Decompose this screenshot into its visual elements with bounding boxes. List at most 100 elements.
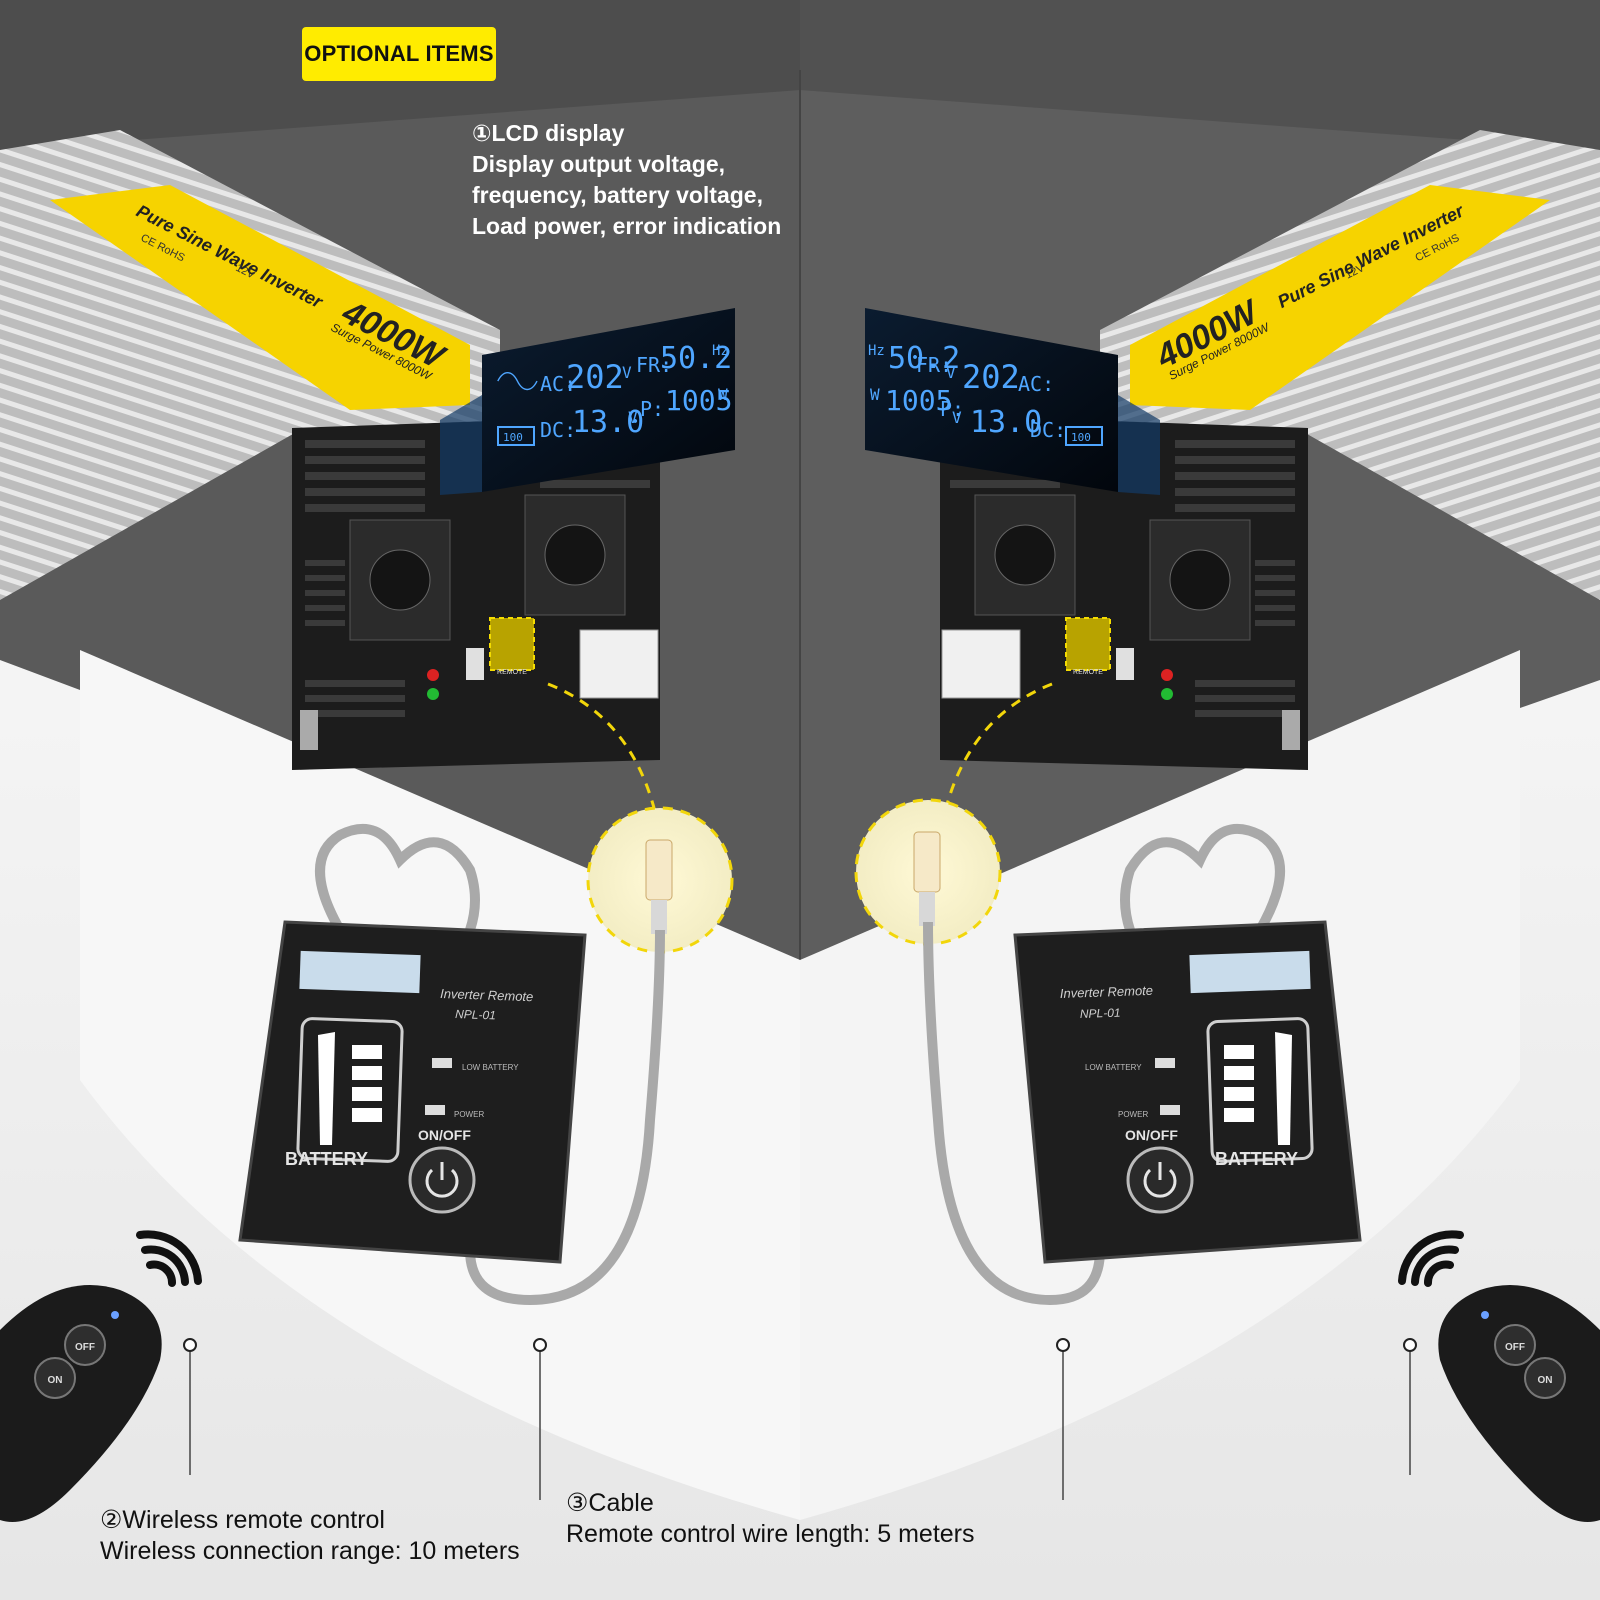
right-lcd-fr-unit: Hz xyxy=(868,343,885,359)
left-remote-port[interactable] xyxy=(489,617,535,671)
left-outlet-socket-1 xyxy=(369,549,431,611)
left-cable-coil xyxy=(315,823,480,933)
right-lcd-p-value: 1005 xyxy=(885,384,952,417)
left-lcd-ac-unit: V xyxy=(622,363,632,382)
left-remote-battery-frame xyxy=(296,1017,404,1163)
left-remote-body xyxy=(238,920,587,1264)
left-lcd-dc-value: 13.0 xyxy=(572,405,644,440)
callout-markers xyxy=(183,1338,1417,1500)
right-lcd-ac-label: AC: xyxy=(1018,372,1054,396)
right-wired-remote: Inverter Remote NPL-01 LOW BATTERY POWER… xyxy=(1013,920,1362,1264)
right-remote-body xyxy=(1013,920,1362,1264)
right-remote-cable xyxy=(923,921,1105,1306)
left-remote-power-led xyxy=(425,1105,445,1115)
left-remote-port-label: REMOTE xyxy=(497,669,527,676)
right-wireless-leader-pin xyxy=(1403,1338,1417,1352)
right-lcd-battery-icon xyxy=(1065,426,1103,446)
left-fob-on-label: ON xyxy=(48,1375,63,1386)
right-remote-battery-label: BATTERY xyxy=(1215,1149,1298,1169)
wireless-feature-detail: Wireless connection range: 10 meters xyxy=(100,1537,520,1565)
left-remote-battery-bars xyxy=(352,1045,382,1122)
right-remote-low-battery-led xyxy=(1155,1058,1175,1068)
cable-feature-title: ③Cable xyxy=(566,1489,654,1517)
right-fob-on-button[interactable] xyxy=(1524,1357,1566,1399)
left-remote-power-icon xyxy=(425,1162,459,1198)
left-lcd-fr-label: FR: xyxy=(636,353,672,377)
left-fob-on-button[interactable] xyxy=(34,1357,76,1399)
right-lcd-p-unit: W xyxy=(870,385,880,404)
right-lcd-fr-label: FR: xyxy=(916,353,952,377)
right-rj-plug xyxy=(913,831,941,893)
left-vent-slots xyxy=(305,440,650,717)
right-remote-power-led xyxy=(1160,1105,1180,1115)
left-lcd-dc-unit: V xyxy=(628,408,638,427)
left-ground-terminal xyxy=(300,710,318,750)
left-fob-off-button[interactable] xyxy=(64,1324,106,1366)
left-inverter: Pure Sine Wave Inverter 4000W Surge Powe… xyxy=(0,130,735,954)
right-remote-model: NPL-01 xyxy=(1080,1006,1121,1021)
left-red-led xyxy=(427,669,439,681)
left-remote-title: Inverter Remote xyxy=(440,986,534,1004)
lcd-feature-line-3: Load power, error indication xyxy=(472,213,782,239)
left-lcd-ac-value: 202 xyxy=(566,358,624,396)
left-lcd-screen xyxy=(482,308,735,492)
right-remote-low-battery-label: LOW BATTERY xyxy=(1085,1063,1142,1072)
left-lcd-battery-icon xyxy=(497,426,535,446)
left-lcd-fr-value: 50.2 xyxy=(660,341,732,376)
wireless-feature-title: ②Wireless remote control xyxy=(100,1506,385,1534)
left-power-switch[interactable] xyxy=(466,648,484,680)
right-inverter: Pure Sine Wave Inverter 4000W Surge Powe… xyxy=(854,130,1600,946)
right-remote-power-label: POWER xyxy=(1118,1110,1148,1119)
right-lcd-dc-label: DC: xyxy=(1030,418,1066,442)
left-remote-low-battery-led xyxy=(432,1058,452,1068)
left-lcd-readout: AC: 202 V FR: 50.2 Hz DC: 13.0 V P: 1005… xyxy=(497,341,732,446)
lcd-feature-description: ①LCD display Display output voltage, fre… xyxy=(472,118,781,242)
right-lcd-screen xyxy=(865,308,1118,492)
left-lcd-p-value: 1005 xyxy=(665,384,732,417)
right-key-fob: OFF ON xyxy=(1398,1230,1600,1522)
right-fob-indicator xyxy=(1481,1311,1489,1319)
left-lcd-sine-icon xyxy=(497,372,538,391)
cable-feature-description: ③Cable Remote control wire length: 5 met… xyxy=(566,1488,975,1550)
left-key-fob: OFF ON xyxy=(0,1230,202,1522)
left-inverter-label-plate xyxy=(50,185,470,410)
left-remote-lcd xyxy=(299,950,421,994)
left-lcd-battery-pct: 100 xyxy=(503,431,523,444)
right-dc-terminal-cover xyxy=(941,629,1021,699)
left-lcd-p-unit: W xyxy=(718,385,728,404)
right-remote-onoff-label: ON/OFF xyxy=(1125,1127,1178,1143)
right-power-switch[interactable] xyxy=(1116,648,1134,680)
right-lcd-readout: 202 AC: V FR: 50.2 Hz 13.0 DC: V P: 1005… xyxy=(868,341,1103,446)
right-ground-terminal xyxy=(1282,710,1300,750)
right-remote-port[interactable] xyxy=(1065,617,1111,671)
right-remote-title: Inverter Remote xyxy=(1060,983,1154,1001)
left-remote-power-label: POWER xyxy=(454,1110,484,1119)
wireless-feature-description: ②Wireless remote control Wireless connec… xyxy=(100,1505,520,1567)
optional-items-badge: OPTIONAL ITEMS xyxy=(302,27,496,81)
left-lcd-dc-label: DC: xyxy=(540,418,576,442)
right-remote-battery-frame xyxy=(1206,1017,1314,1163)
lcd-feature-line-2: frequency, battery voltage, xyxy=(472,182,763,208)
right-lcd-ac-unit: V xyxy=(946,363,956,382)
right-cable-coil xyxy=(1120,823,1285,933)
right-lcd-battery-pct: 100 xyxy=(1071,431,1091,444)
left-dc-terminal-cover xyxy=(579,629,659,699)
right-lcd-dc-unit: V xyxy=(952,408,962,427)
right-green-led xyxy=(1161,688,1173,700)
left-lcd-glare xyxy=(440,395,482,495)
left-remote-battery-label: BATTERY xyxy=(285,1149,368,1169)
right-remote-battery-bars xyxy=(1224,1045,1254,1122)
right-remote-lcd xyxy=(1189,950,1311,994)
left-green-led xyxy=(427,688,439,700)
right-wireless-signal-icon xyxy=(1398,1230,1464,1287)
left-lcd-p-label: P: xyxy=(640,397,664,421)
right-fob-off-button[interactable] xyxy=(1494,1324,1536,1366)
right-vent-slots xyxy=(950,440,1295,717)
right-lcd-p-label: P: xyxy=(940,397,964,421)
left-lcd-fr-unit: Hz xyxy=(712,343,729,359)
right-lcd-dc-value: 13.0 xyxy=(970,405,1042,440)
left-remote-cable xyxy=(465,929,665,1306)
right-cable-leader-pin xyxy=(1056,1338,1070,1352)
right-fob-body xyxy=(1438,1285,1600,1522)
